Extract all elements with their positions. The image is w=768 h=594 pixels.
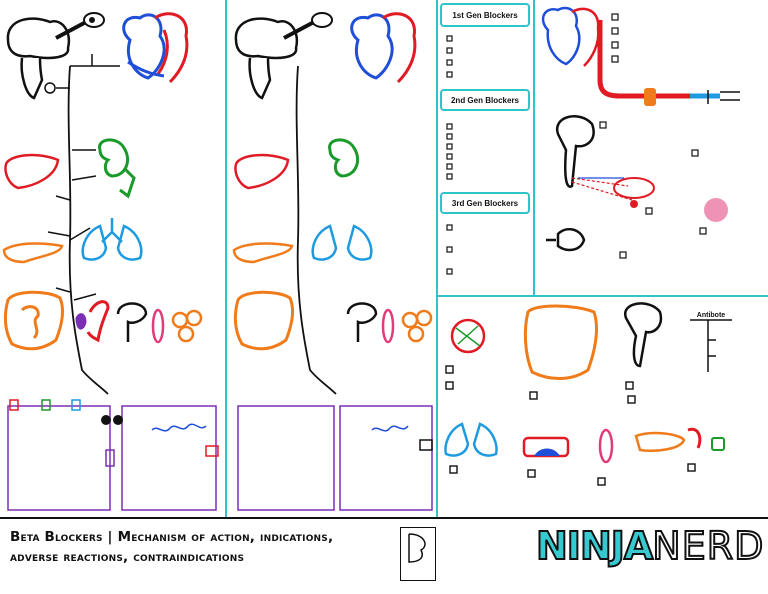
panel-4-heart-brain — [541, 6, 740, 259]
aorta-vessel — [597, 20, 690, 99]
panel-1-sympathetic — [2, 12, 219, 511]
blockers-list: 1st Gen Blockers 2nd Gen Blockers 3rd Ge… — [446, 11, 520, 275]
heart-icon — [122, 12, 189, 84]
brainstem — [20, 57, 44, 100]
brand-logo: NINJANERD — [535, 524, 766, 568]
eye-pupil-structure — [55, 20, 87, 40]
uterus-muscle-icon — [151, 308, 165, 344]
fat-cells-icon — [171, 309, 203, 343]
title-line-2: adverse reactions, contraindications — [10, 549, 245, 565]
third-gen-title: 3rd Gen Blockers — [452, 199, 519, 208]
blood-vessel-icon — [86, 300, 110, 343]
second-gen-title: 2nd Gen Blockers — [451, 96, 520, 105]
page-title: Beta Blockers | Mechanism of action, ind… — [10, 527, 390, 567]
pancreas-icon — [2, 242, 64, 264]
panel-5-adverse: Antibote — [444, 302, 732, 486]
bladder-icon — [116, 302, 148, 342]
smooth-muscle-band — [644, 88, 656, 106]
panel-2-sympathetic-blocked — [232, 12, 433, 511]
author-logo — [400, 527, 436, 581]
antidote-title: Antibote — [697, 312, 725, 319]
cell-membranes — [7, 405, 217, 511]
first-gen-title: 1st Gen Blockers — [452, 11, 518, 20]
brand-ninja: NINJA — [535, 524, 654, 568]
sympathetic-chain — [67, 65, 109, 395]
lungs-icon — [81, 218, 143, 261]
secretory-gland-icon — [704, 198, 728, 222]
eye-ciliary-icon — [613, 177, 655, 199]
intestines-icon — [3, 290, 64, 351]
liver-icon — [4, 153, 60, 190]
brain-outline — [6, 17, 71, 60]
title-line-1: Beta Blockers | Mechanism of action, ind… — [10, 529, 334, 545]
panel-borders — [225, 0, 768, 518]
kidney-icon — [98, 138, 129, 178]
brand-nerd: NERD — [651, 524, 765, 568]
